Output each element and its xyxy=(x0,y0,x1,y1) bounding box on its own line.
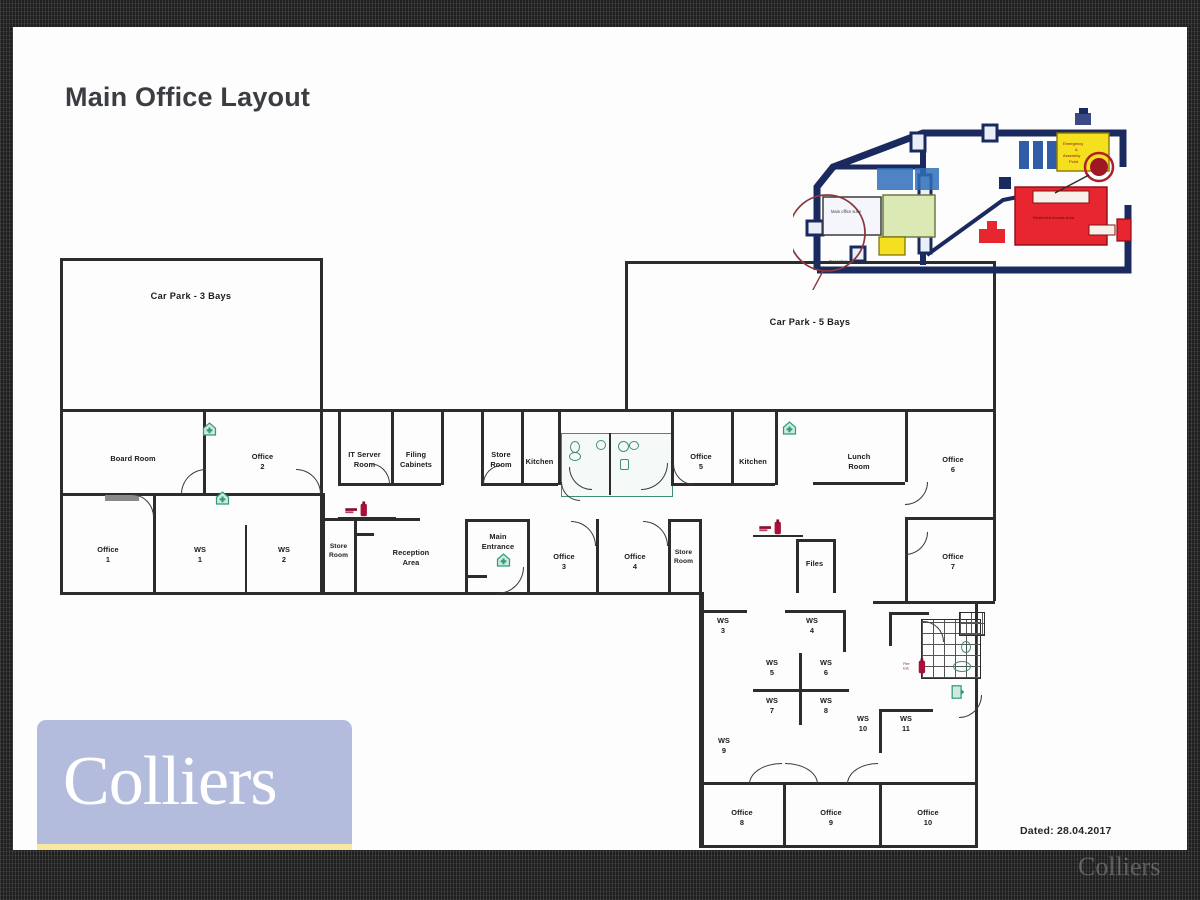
page-title: Main Office Layout xyxy=(65,82,311,112)
fire-extinguisher-icon: Fire Ext. xyxy=(903,658,926,674)
room-ws-4: WS 4 xyxy=(805,616,819,635)
room-ws-11: WS 11 xyxy=(899,714,913,733)
room-office-8: Office 8 xyxy=(731,808,753,827)
logo-panel xyxy=(37,720,352,844)
room-ws-6: WS 6 xyxy=(819,658,833,677)
svg-text:&: & xyxy=(1075,147,1078,152)
svg-text:Fire: Fire xyxy=(903,662,909,666)
room-files: Files xyxy=(805,559,824,569)
first-aid-icon xyxy=(782,421,797,435)
logo-stripe-yellow xyxy=(37,844,352,850)
fire-extinguisher-icon xyxy=(345,501,367,517)
corner-watermark-text: Colliers xyxy=(1078,856,1161,881)
room-ws-1: WS 1 xyxy=(193,545,207,564)
room-ws-9: WS 9 xyxy=(717,736,731,755)
fire-extinguisher-icon xyxy=(759,519,781,535)
room-ws-7: WS 7 xyxy=(765,696,779,715)
svg-text:Ext.: Ext. xyxy=(903,666,909,670)
room-office-6: Office 6 xyxy=(942,455,964,474)
svg-text:Reception: Reception xyxy=(829,259,849,264)
car-park-5-label: Car Park - 5 Bays xyxy=(769,317,851,328)
bathroom-tiled-area-2 xyxy=(959,612,985,636)
room-store-room-reception: Store Room xyxy=(328,543,349,559)
colliers-logo: Colliers xyxy=(37,720,352,850)
exit-sign-icon xyxy=(951,685,964,699)
room-kitchen-right: Kitchen xyxy=(739,457,767,467)
first-aid-icon xyxy=(202,422,217,436)
svg-text:Emergency: Emergency xyxy=(1063,141,1083,146)
corner-watermark: Colliers xyxy=(1078,856,1196,882)
logo-wordmark: Colliers xyxy=(63,743,278,820)
svg-text:Point: Point xyxy=(1069,159,1079,164)
room-lunch-room: Lunch Room xyxy=(847,452,871,471)
room-ws-3: WS 3 xyxy=(716,616,730,635)
room-ws-10: WS 10 xyxy=(856,714,870,733)
slide-canvas: Main Office Layout Car Park - 3 Bays Car… xyxy=(13,27,1187,850)
room-board-room: Board Room xyxy=(110,454,156,464)
first-aid-icon xyxy=(215,491,230,505)
svg-text:Main office suite: Main office suite xyxy=(831,209,862,214)
svg-text:Assembly: Assembly xyxy=(1063,153,1080,158)
room-filing-cabinets: Filing Cabinets xyxy=(399,450,432,469)
room-reception-area: Reception Area xyxy=(392,548,430,567)
room-ws-8: WS 8 xyxy=(819,696,833,715)
room-ws-2: WS 2 xyxy=(277,545,291,564)
room-office-9: Office 9 xyxy=(820,808,842,827)
room-office-1: Office 1 xyxy=(97,545,119,564)
svg-text:Restricted Access Area: Restricted Access Area xyxy=(1033,215,1075,220)
room-office-4: Office 4 xyxy=(624,552,646,571)
room-office-3: Office 3 xyxy=(553,552,575,571)
dated-label: Dated: 28.04.2017 xyxy=(1020,825,1112,837)
room-store-room-right: Store Room xyxy=(673,549,694,565)
room-office-10: Office 10 xyxy=(917,808,939,827)
site-location-inset: Emergency & Assembly Point Restricted Ac… xyxy=(788,105,1143,302)
room-kitchen-centre: Kitchen xyxy=(525,457,554,467)
room-office-7: Office 7 xyxy=(942,552,964,571)
room-ws-5: WS 5 xyxy=(765,658,779,677)
room-main-entrance: Main Entrance xyxy=(481,532,515,551)
first-aid-icon xyxy=(496,553,511,567)
car-park-3-label: Car Park - 3 Bays xyxy=(150,291,232,302)
